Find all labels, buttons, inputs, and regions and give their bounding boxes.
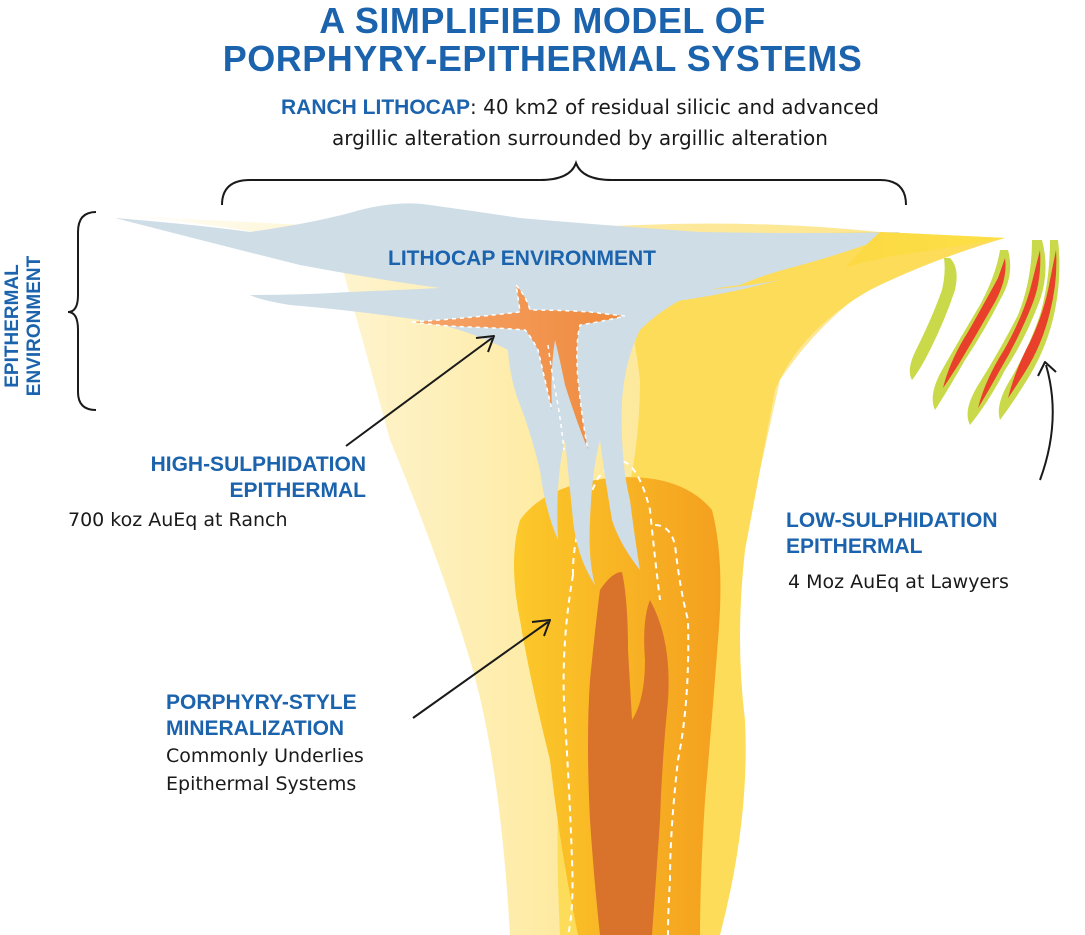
porphyry-detail-1: Commonly Underlies (166, 745, 364, 767)
lithocap-environment-label: LITHOCAP ENVIRONMENT (388, 247, 656, 270)
porphyry-mineralization-label: PORPHYRY-STYLE MINERALIZATION (166, 690, 357, 742)
porphyry-detail: Commonly Underlies Epithermal Systems (166, 742, 364, 798)
ls-line-2: EPITHERMAL (786, 535, 923, 558)
hs-line-2: EPITHERMAL (229, 479, 367, 502)
porphyry-line-1: PORPHYRY-STYLE (166, 691, 357, 714)
high-sulphidation-dashed-outline-2 (411, 321, 553, 411)
high-sulphidation-detail: 700 koz AuEq at Ranch (68, 509, 288, 531)
epithermal-label-line-2: ENVIRONMENT (24, 255, 45, 397)
title-line-2: PORPHYRY-EPITHERMAL SYSTEMS (222, 38, 863, 79)
lithocap-zone (115, 203, 900, 586)
ls-arrow (1037, 361, 1057, 481)
ls-vein-2 (978, 250, 1041, 408)
ls-vein-4-halo (909, 258, 957, 380)
ls-vein-3 (1008, 250, 1057, 398)
hs-dashed-vein (547, 344, 565, 451)
ls-vein-2-halo (967, 240, 1046, 425)
ranch-lithocap-text-1: : 40 km2 of residual silicic and advance… (470, 95, 879, 119)
high-sulphidation-zone (412, 285, 625, 450)
ranch-lithocap-text-2: argillic alteration surrounded by argill… (332, 126, 828, 150)
porphyry-arrow (412, 619, 551, 719)
ls-line-1: LOW-SULPHIDATION (786, 509, 998, 532)
low-sulphidation-detail: 4 Moz AuEq at Lawyers (788, 571, 1009, 593)
high-sulphidation-label: HIGH-SULPHIDATION EPITHERMAL (92, 452, 366, 504)
title-line-1: A SIMPLIFIED MODEL OF (319, 0, 766, 41)
high-sulphidation-dashed-outline (411, 282, 626, 451)
porphyry-dashed-outline-right (654, 524, 690, 935)
ranch-lithocap-label: RANCH LITHOCAP (281, 96, 470, 119)
porphyry-core (588, 572, 669, 935)
ls-vein-3-halo (998, 240, 1060, 420)
epithermal-environment-label: EPITHERMAL ENVIRONMENT (2, 226, 52, 426)
epithermal-brace (67, 211, 97, 411)
hs-arrow (345, 335, 495, 447)
low-sulphidation-tip (845, 232, 1005, 268)
porphyry-detail-2: Epithermal Systems (166, 773, 357, 795)
lithocap-brace (221, 160, 907, 206)
epithermal-label-line-1: EPITHERMAL (2, 264, 23, 388)
porphyry-line-2: MINERALIZATION (166, 717, 345, 740)
hs-line-1: HIGH-SULPHIDATION (150, 453, 366, 476)
ls-vein-1 (943, 258, 1006, 388)
diagram-title: A SIMPLIFIED MODEL OF PORPHYRY-EPITHERMA… (0, 2, 1085, 78)
lithocap-secondary-lobe (500, 255, 880, 307)
ranch-lithocap-caption: RANCH LITHOCAP: 40 km2 of residual silic… (150, 92, 1010, 153)
low-sulphidation-veins (909, 240, 1060, 425)
low-sulphidation-label: LOW-SULPHIDATION EPITHERMAL (786, 508, 998, 560)
